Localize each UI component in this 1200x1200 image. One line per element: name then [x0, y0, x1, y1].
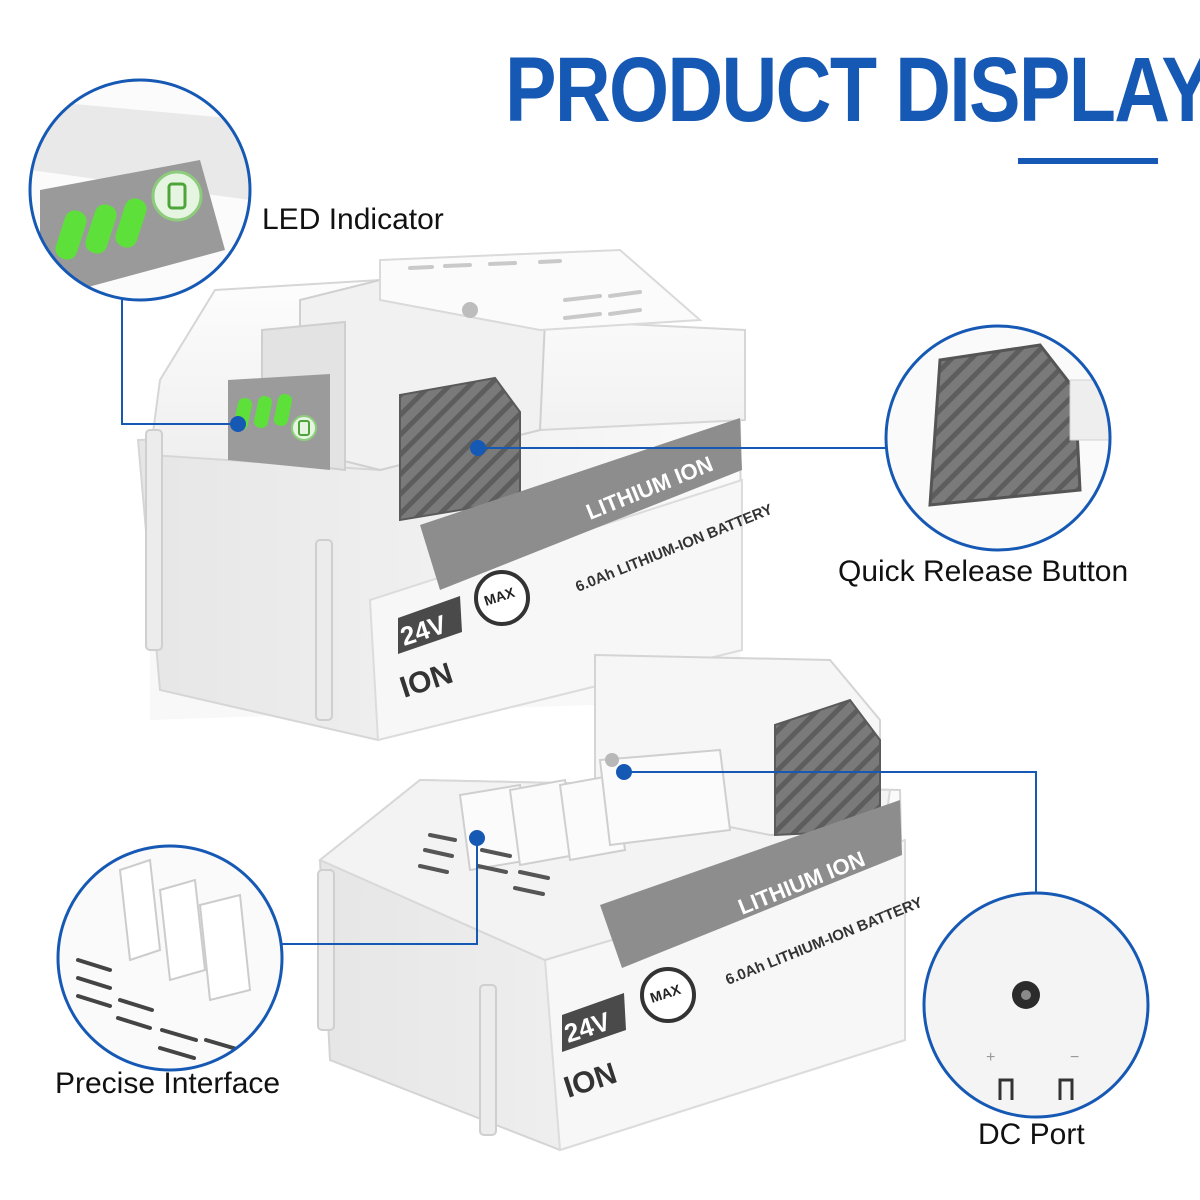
callout-quick-release-button: Quick Release Button: [838, 555, 1129, 588]
callout-dc-port: DC Port: [978, 1118, 1085, 1151]
battery-top: LITHIUM ION 6.0Ah LITHIUM-ION BATTERY 24…: [136, 248, 775, 742]
page-title: PRODUCT DISPLAY: [505, 39, 1200, 141]
leader-lines: [121, 300, 1037, 945]
led-zoom-circle: [28, 78, 252, 302]
dc-polarity-minus: −: [1070, 1049, 1079, 1066]
interface-zoom-circle: [56, 844, 284, 1072]
dc-polarity-plus: +: [986, 1049, 995, 1066]
battery-bottom: LITHIUM ION 6.0Ah LITHIUM-ION BATTERY 24…: [317, 653, 925, 1152]
vent-icon: [418, 833, 550, 896]
dc-port-icon: [1012, 981, 1040, 1009]
callout-precise-interface: Precise Interface: [55, 1067, 281, 1100]
dc-port-zoom-circle: + −: [922, 891, 1150, 1119]
leader-dots: [230, 416, 632, 846]
title-underline: [1018, 158, 1158, 164]
callout-led-indicator: LED Indicator: [262, 203, 444, 236]
release-button-icon: [399, 376, 521, 522]
release-zoom-circle: [884, 324, 1112, 552]
